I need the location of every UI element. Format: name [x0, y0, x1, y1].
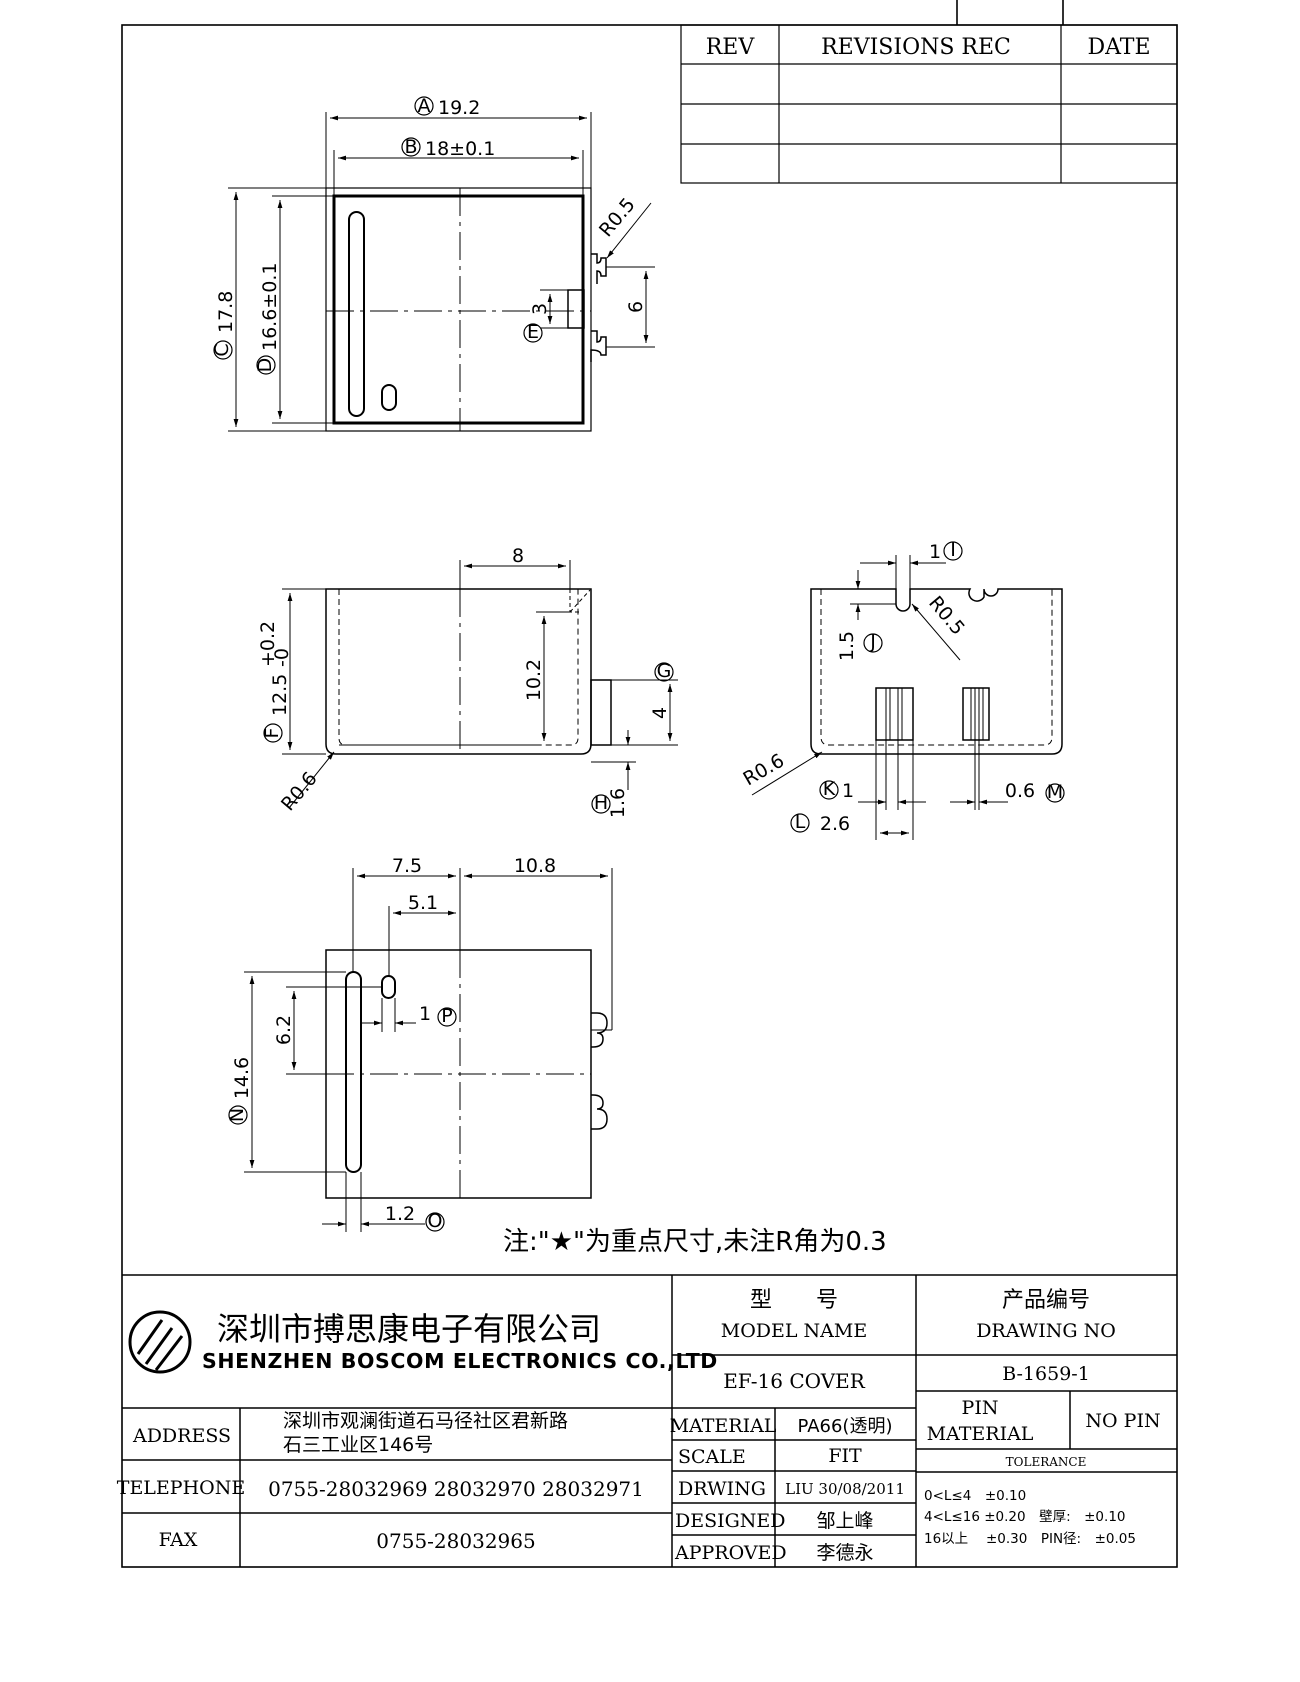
radius-side-top: R0.5	[924, 592, 969, 639]
marker-e: E	[527, 321, 539, 343]
address-line1: 深圳市观澜街道石马径社区君新路	[283, 1410, 568, 1432]
title-block: 深圳市搏思康电子有限公司 SHENZHEN BOSCOM ELECTRONICS…	[117, 1274, 1177, 1567]
drawing-frame	[121, 0, 1178, 1568]
dim-6: 6	[625, 301, 647, 313]
radius-top: R0.5	[595, 194, 640, 241]
dim-m: 0.6	[1005, 780, 1035, 802]
scale-label: SCALE	[678, 1446, 746, 1468]
dim-d: 16.6±0.1	[259, 263, 281, 351]
marker-o: O	[428, 1210, 443, 1232]
company-logo	[128, 1310, 192, 1374]
designed: 邹上峰	[816, 1510, 873, 1532]
drawing-no: B-1659-1	[1002, 1363, 1090, 1385]
material-label: MATERIAL	[670, 1415, 777, 1437]
marker-g: G	[657, 660, 672, 682]
fax-label: FAX	[159, 1529, 198, 1551]
dim-j: 1.5	[836, 631, 858, 661]
dim-f: 12.5	[269, 674, 291, 716]
dim-b: 18±0.1	[425, 138, 495, 160]
model-name: EF-16 COVER	[723, 1369, 866, 1393]
dim-7-5: 7.5	[392, 855, 422, 877]
approved: 李德永	[816, 1542, 873, 1564]
dim-p: 1	[419, 1003, 431, 1025]
revisions-rec-header: REVISIONS REC	[821, 35, 1011, 60]
tolerance-label: TOLERANCE	[1006, 1455, 1087, 1469]
marker-n: N	[226, 1108, 248, 1122]
marker-l: L	[795, 811, 806, 833]
marker-k: K	[823, 778, 836, 800]
rev-header: REV	[706, 35, 756, 60]
address-label: ADDRESS	[132, 1425, 231, 1447]
marker-h: H	[594, 792, 608, 814]
dim-c: 17.8	[215, 291, 237, 333]
dim-l: 2.6	[820, 813, 850, 835]
dim-k: 1	[842, 780, 854, 802]
company-name-en: SHENZHEN BOSCOM ELECTRONICS CO.,LTD	[202, 1349, 718, 1373]
drawing-by: LIU 30/08/2011	[785, 1480, 905, 1498]
marker-c: C	[211, 343, 233, 356]
fax: 0755-28032965	[376, 1529, 535, 1553]
top-view: A 19.2 B 18±0.1 C 17.8 D 16.6±0.1 3 E 6 …	[211, 95, 655, 432]
dim-10-8: 10.8	[514, 855, 556, 877]
dim-o: 1.2	[385, 1203, 415, 1225]
marker-p: P	[441, 1005, 452, 1027]
dim-g: 4	[649, 707, 671, 719]
tolerance-line-3: 16以上 ±0.30 PIN径: ±0.05	[924, 1531, 1136, 1547]
radius-side-bottom: R0.6	[740, 750, 789, 791]
dim-8: 8	[512, 545, 524, 567]
telephone: 0755-28032969 28032970 28032971	[268, 1477, 644, 1501]
telephone-label: TELEPHONE	[117, 1477, 245, 1499]
marker-a: A	[418, 95, 431, 117]
date-header: DATE	[1087, 35, 1150, 60]
dim-e: 3	[529, 303, 551, 315]
dim-a: 19.2	[438, 97, 480, 119]
address-line2: 石三工业区146号	[283, 1434, 433, 1456]
drawing-label-en: DRAWING NO	[976, 1320, 1116, 1342]
tolerance-line-1: 0<L≤4 ±0.10	[924, 1488, 1026, 1504]
side-view: 1 I 1.5 J R0.5 R0.6 K 1 L 2.6 0.6 M	[740, 539, 1065, 840]
dim-6-2: 6.2	[273, 1015, 295, 1045]
designed-label: DESIGNED	[675, 1510, 786, 1532]
dim-10-2: 10.2	[523, 659, 545, 701]
marker-i: I	[950, 539, 956, 561]
drawing-by-label: DRWING	[678, 1478, 766, 1500]
drawing-label-cn: 产品编号	[1002, 1288, 1090, 1313]
marker-j: J	[869, 631, 876, 653]
dim-f-tol-plus: +0.2	[257, 621, 279, 667]
dim-f-tol-minus: -0	[271, 648, 293, 667]
scale: FIT	[828, 1445, 862, 1467]
front-view: 8 12.5 +0.2 -0 F 10.2 G 4 H 1.6 R0.6	[257, 545, 678, 818]
dim-i: 1	[929, 541, 941, 563]
marker-m: M	[1047, 781, 1063, 803]
pin-value: NO PIN	[1085, 1410, 1160, 1432]
approved-label: APPROVED	[674, 1542, 787, 1564]
tolerance-line-2: 4<L≤16 ±0.20 壁厚: ±0.10	[924, 1509, 1126, 1525]
bottom-view: 7.5 10.8 5.1 1 P 6.2 14.6 N 1.2 O	[226, 855, 613, 1232]
revisions-table: REV REVISIONS REC DATE	[680, 24, 1178, 184]
dim-h: 1.6	[607, 788, 629, 818]
drawing-note: 注:"★"为重点尺寸,未注R角为0.3	[503, 1227, 887, 1257]
company-name-cn: 深圳市搏思康电子有限公司	[217, 1310, 601, 1348]
model-label-cn: 型 号	[750, 1288, 838, 1313]
marker-d: D	[254, 358, 276, 373]
marker-f: F	[261, 728, 283, 739]
marker-b: B	[404, 136, 417, 158]
pin-label-2: MATERIAL	[927, 1423, 1034, 1445]
model-label-en: MODEL NAME	[721, 1320, 867, 1342]
pin-label-1: PIN	[962, 1397, 999, 1419]
material: PA66(透明)	[798, 1416, 893, 1437]
dim-5-1: 5.1	[408, 892, 438, 914]
dim-n: 14.6	[231, 1057, 253, 1099]
